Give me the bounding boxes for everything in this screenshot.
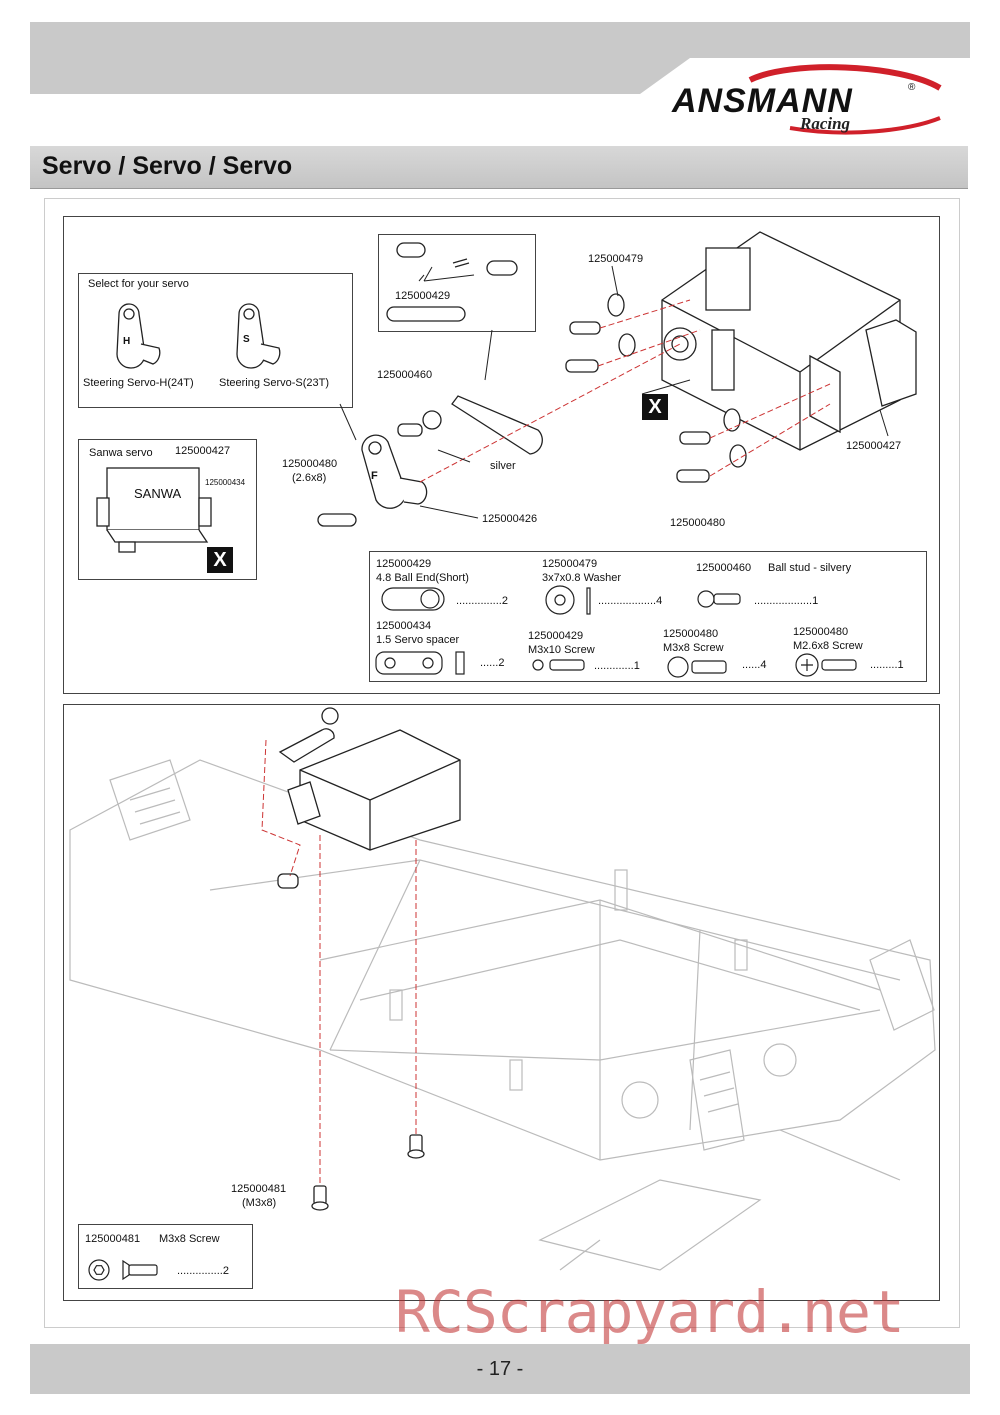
sanwa-part-427: 125000427 — [175, 445, 231, 457]
parts-list-item-7-part: 125000480 — [793, 626, 849, 638]
parts-list-item-6-part: 125000480 — [663, 628, 719, 640]
ansmann-logo: ANSMANN ® Racing — [640, 58, 970, 148]
parts-list-item-6-desc: M3x8 Screw — [663, 642, 724, 654]
screw-box-qty: ...............2 — [177, 1265, 229, 1277]
x-mark-sanwa: X — [207, 547, 233, 573]
servo-select-title: Select for your servo — [88, 278, 189, 290]
sanwa-title: Sanwa servo — [89, 447, 153, 459]
parts-list-item-1-desc: 4.8 Ball End(Short) — [376, 572, 469, 584]
callout-125000426: 125000426 — [482, 513, 538, 525]
watermark: RCScrapyard.net — [395, 1278, 905, 1346]
parts-list-item-7-desc: M2.6x8 Screw — [793, 640, 863, 652]
parts-list-item-5-part: 125000429 — [528, 630, 584, 642]
page-number: - 17 - — [476, 1358, 524, 1380]
callout-125000479: 125000479 — [588, 253, 644, 265]
horn-letter-f: F — [371, 470, 378, 482]
parts-list-item-1-qty: ...............2 — [456, 595, 508, 607]
parts-list-item-4-qty: ......2 — [480, 657, 505, 669]
sanwa-servo-icon — [96, 467, 212, 553]
footer-bar — [30, 1344, 970, 1394]
callout-125000480-a-size: (2.6x8) — [292, 472, 327, 484]
callout-125000480-a: 125000480 — [282, 458, 338, 470]
callout-125000460: 125000460 — [377, 369, 433, 381]
parts-list-item-5-desc: M3x10 Screw — [528, 644, 595, 656]
parts-list-item-3-qty: ...................1 — [754, 595, 819, 607]
servo-exploded-drawing — [317, 231, 917, 527]
callout-125000480-b: 125000480 — [670, 517, 726, 529]
parts-list-item-5-qty: .............1 — [594, 660, 640, 672]
callout-125000427: 125000427 — [846, 440, 902, 452]
parts-list-item-2-part: 125000479 — [542, 558, 598, 570]
chassis-drawing — [69, 707, 936, 1271]
page-title: Servo / Servo / Servo — [42, 152, 293, 180]
parts-list-icons — [375, 585, 857, 678]
parts-list-item-2-qty: ...................4 — [598, 595, 663, 607]
registered-mark: ® — [908, 82, 916, 93]
ball-end-inset-box: 125000429 — [378, 234, 536, 332]
logo-subtext: Racing — [800, 114, 851, 133]
logo-text: ANSMANN — [672, 82, 853, 120]
sanwa-servo-box: Sanwa servo 125000427 125000434 SANWA X — [78, 439, 257, 580]
chassis-mounting-panel — [63, 704, 940, 1301]
option-s-label: Steering Servo-S(23T) — [219, 377, 330, 389]
callout-silver: silver — [490, 460, 516, 472]
parts-list-item-7-qty: .........1 — [870, 659, 904, 671]
m3x8-screw-icon — [88, 1259, 158, 1281]
screw-box-part: 125000481 — [85, 1233, 141, 1245]
parts-list-item-1-part: 125000429 — [376, 558, 432, 570]
x-mark-servo: X — [642, 394, 668, 420]
ball-end-parts-icon — [386, 242, 518, 322]
parts-list-item-3-part: 125000460 — [696, 562, 752, 574]
servo-horn-options-icon — [116, 303, 281, 369]
parts-list-item-2-desc: 3x7x0.8 Washer — [542, 572, 622, 584]
horn-letter-h: H — [123, 336, 131, 347]
logo-swoosh-icon — [748, 64, 942, 135]
title-bar — [30, 146, 968, 189]
header-decoration — [640, 58, 970, 146]
screw-parts-box: 125000481 M3x8 Screw ...............2 — [78, 1224, 253, 1289]
option-h-label: Steering Servo-H(24T) — [83, 377, 194, 389]
horn-letter-s: S — [243, 334, 250, 345]
sanwa-part-434: 125000434 — [205, 478, 246, 487]
screw-box-desc: M3x8 Screw — [159, 1233, 220, 1245]
parts-list-item-4-part: 125000434 — [376, 620, 432, 632]
parts-list-item-4-desc: 1.5 Servo spacer — [376, 634, 460, 646]
servo-select-box: Select for your servo H S Steering Servo… — [78, 273, 353, 408]
ball-end-part: 125000429 — [395, 290, 451, 302]
parts-list-item-6-qty: ......4 — [742, 659, 767, 671]
callout-125000481: 125000481 — [231, 1183, 287, 1195]
parts-list-box: 125000429 4.8 Ball End(Short) ..........… — [369, 551, 927, 682]
sanwa-servo-label: SANWA — [134, 486, 182, 501]
callout-125000481-size: (M3x8) — [242, 1197, 277, 1209]
parts-list-item-3-desc: Ball stud - silvery — [768, 562, 852, 574]
